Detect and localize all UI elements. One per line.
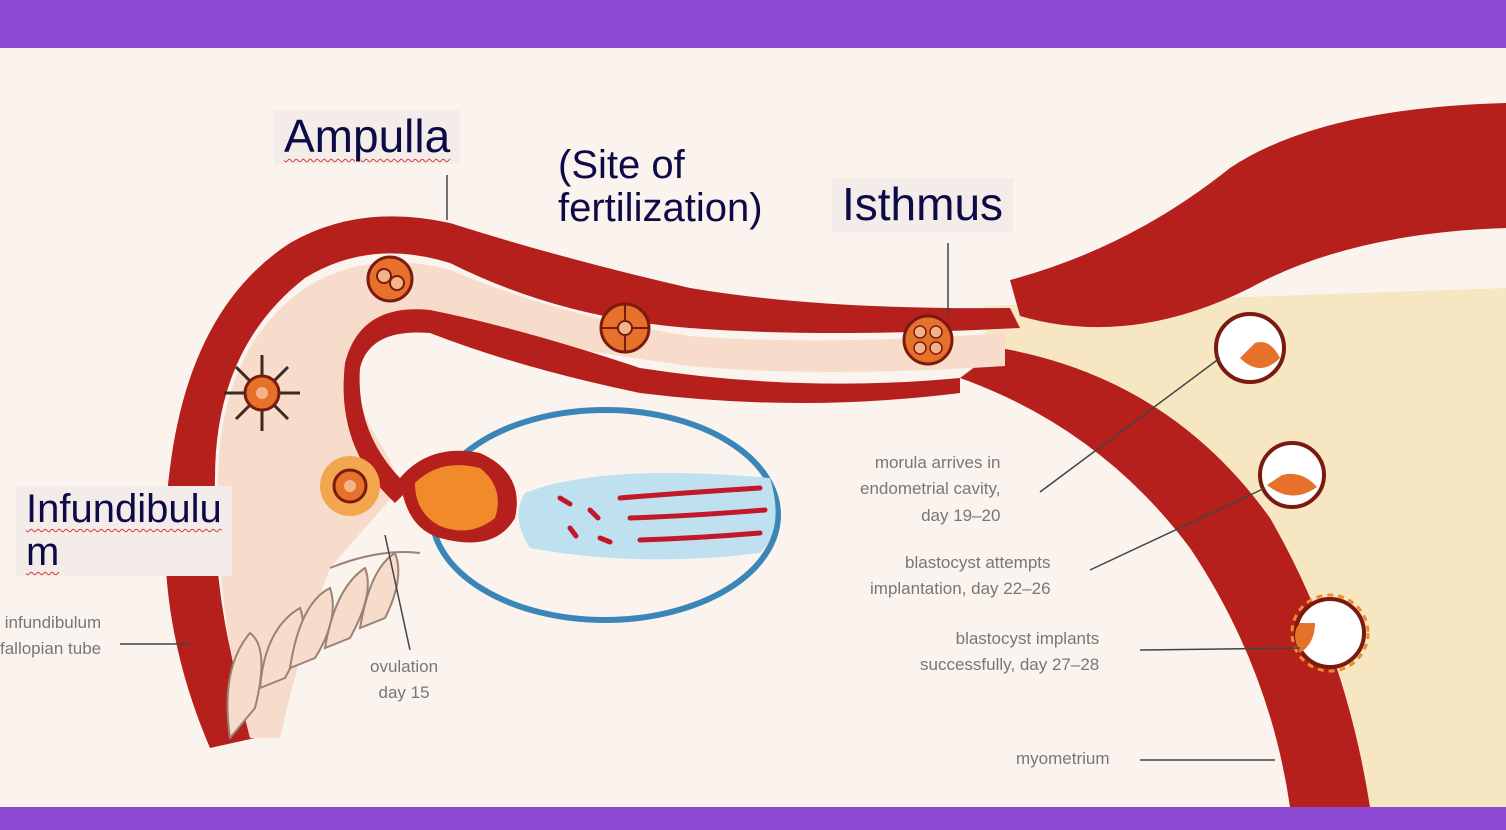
four-cell-embryo	[599, 302, 651, 354]
bottom-banner	[0, 807, 1506, 830]
myometrium-annotation: myometrium	[1016, 749, 1110, 768]
blastocyst-1	[1214, 312, 1286, 384]
released-ovum	[320, 456, 380, 516]
oocyte-with-corona	[224, 355, 300, 431]
site-of-fertilization-label: (Site of fertilization)	[558, 143, 763, 231]
diagram-stage: Ampulla (Site of fertilization) Isthmus …	[0, 48, 1506, 807]
leader-lines	[120, 175, 1301, 761]
blastocyst-implants-annotation: blastocyst implants successfully, day 27…	[920, 629, 1100, 675]
ovulation-annotation: ovulation day 15	[370, 657, 439, 703]
fimbriae	[226, 551, 421, 741]
myometrium-wall	[1010, 103, 1506, 328]
top-banner	[0, 0, 1506, 48]
blastocyst-attempts-annotation: blastocyst attempts implantation, day 22…	[870, 553, 1051, 599]
endometrium	[985, 288, 1506, 807]
ovary-follicles	[557, 485, 768, 545]
infundibulum-label: Infundibulu m	[16, 486, 232, 577]
morula-annotation: morula arrives in endometrial cavity, da…	[860, 453, 1001, 525]
isthmus-label: Isthmus	[832, 178, 1014, 232]
uterine-tube-diagram	[120, 103, 1506, 807]
infundibulum-fallopian-tube-annotation: infundibulum fallopian tube	[0, 613, 102, 659]
blastocyst-3	[1290, 593, 1370, 673]
zygote	[366, 255, 414, 303]
morula	[902, 314, 954, 366]
myometrium-inner-wall	[960, 348, 1370, 807]
blastocyst-2	[1258, 441, 1326, 509]
ampulla-label: Ampulla	[274, 110, 461, 164]
